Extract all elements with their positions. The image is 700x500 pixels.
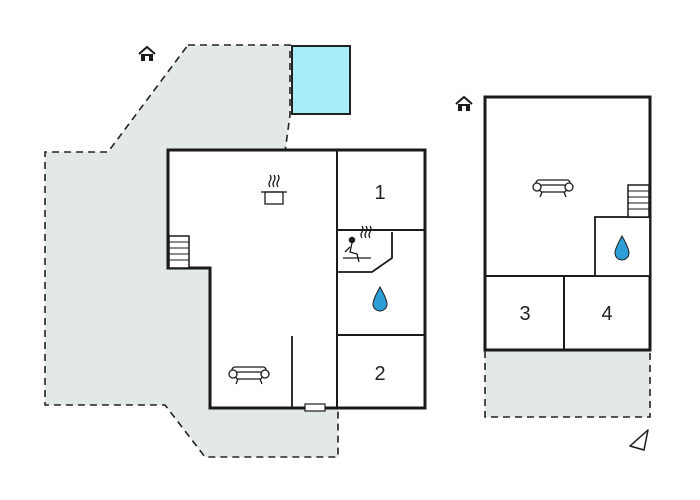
house-icon <box>138 45 156 61</box>
room-1-label: 1 <box>374 182 385 204</box>
pool <box>291 45 351 115</box>
stairs-icon <box>168 235 190 269</box>
sauna-icon <box>343 225 372 263</box>
ground-floor <box>166 148 427 412</box>
room-2-label: 2 <box>374 363 385 385</box>
water-drop-icon <box>614 234 630 261</box>
entrance-door <box>304 403 326 412</box>
sofa-icon <box>228 366 270 385</box>
house-icon <box>455 95 473 111</box>
room-4-label: 4 <box>601 303 612 325</box>
north-arrow-icon <box>629 429 649 451</box>
room-3-label: 3 <box>519 303 530 325</box>
stairs-icon <box>627 184 650 218</box>
sofa-icon <box>532 179 574 198</box>
upper-balcony <box>484 349 651 418</box>
upper-floor <box>483 95 652 352</box>
ground-floor-outline <box>166 148 427 410</box>
cooking-pot-icon <box>261 174 287 205</box>
water-drop-icon <box>372 285 388 312</box>
